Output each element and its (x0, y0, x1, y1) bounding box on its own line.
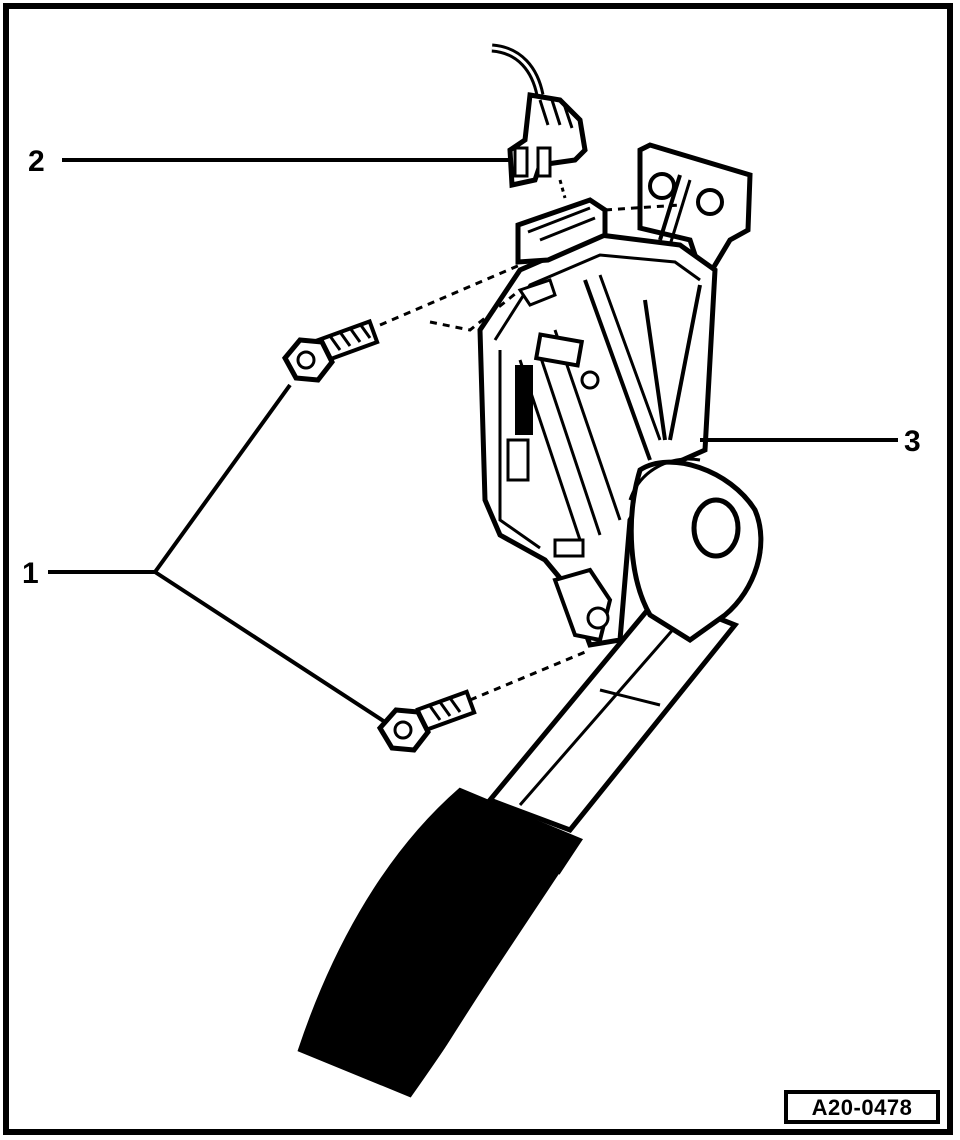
electrical-connector (491, 43, 588, 199)
figure-reference-box: A20-0478 (784, 1090, 940, 1124)
callout-3: 3 (904, 425, 921, 458)
pedal-arm (485, 592, 740, 833)
bolt-upper (281, 318, 380, 383)
assembly-guide-lines (379, 203, 681, 702)
callout-1: 1 (22, 557, 39, 590)
pedal-bracket-housing (477, 142, 764, 648)
bolt-lower (376, 689, 477, 753)
figure-reference-text: A20-0478 (812, 1095, 913, 1120)
leader-line-1 (48, 383, 387, 724)
pedal-pad (297, 787, 584, 1098)
callout-2: 2 (28, 145, 45, 178)
